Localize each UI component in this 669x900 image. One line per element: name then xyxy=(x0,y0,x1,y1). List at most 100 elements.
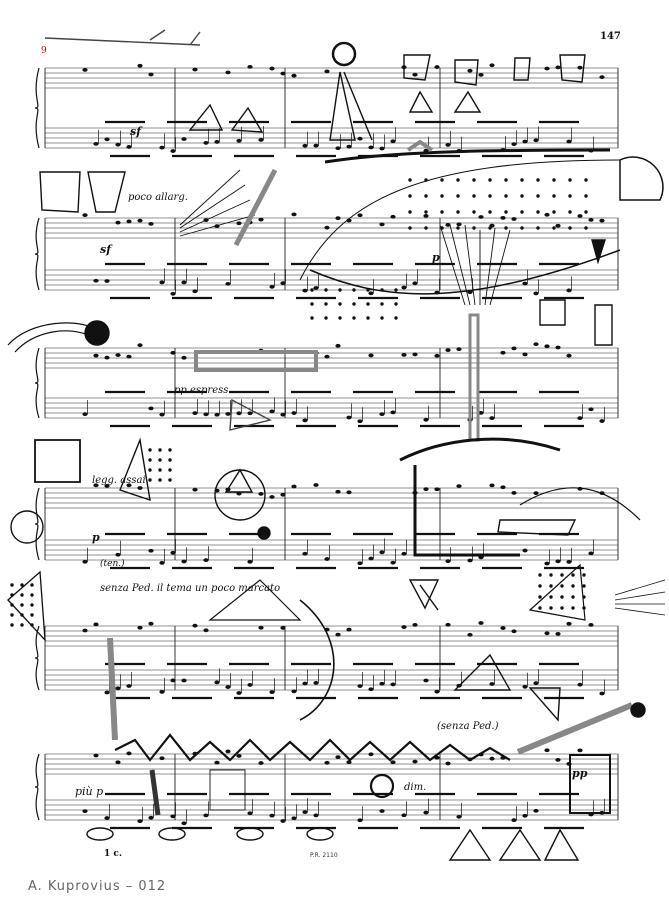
note-head xyxy=(280,71,286,76)
note-head xyxy=(423,487,429,492)
note-head xyxy=(390,682,396,687)
overlay-dot xyxy=(456,210,460,214)
overlay-dot xyxy=(536,194,540,198)
overlay-dot xyxy=(394,316,398,320)
note-head xyxy=(115,552,121,557)
note-head xyxy=(181,559,187,564)
note-head xyxy=(236,221,242,226)
note-head xyxy=(434,689,440,694)
overlay-dot xyxy=(366,288,370,292)
overlay-dot xyxy=(582,573,586,577)
note-head xyxy=(489,416,495,421)
system-brace xyxy=(34,67,40,149)
note-head xyxy=(269,813,275,818)
overlay-dot xyxy=(394,302,398,306)
note-head xyxy=(247,64,253,69)
note-head xyxy=(225,749,231,754)
note-head xyxy=(335,343,341,348)
note-head xyxy=(401,285,407,290)
overlay-dot xyxy=(582,584,586,588)
overlay-dot xyxy=(568,194,572,198)
note-head xyxy=(346,760,352,765)
overlay-dot xyxy=(488,226,492,230)
note-head xyxy=(368,752,374,757)
marking-legg-assai: legg. assai xyxy=(92,475,146,486)
note-head xyxy=(555,631,561,636)
overlay-dot xyxy=(408,194,412,198)
note-head xyxy=(137,343,143,348)
note-head xyxy=(368,353,374,358)
note-head xyxy=(104,137,110,142)
note-head xyxy=(423,810,429,815)
overlay-dot xyxy=(380,302,384,306)
overlay-dot xyxy=(538,573,542,577)
note-head xyxy=(137,486,143,490)
overlay-dot xyxy=(310,302,314,306)
note-head xyxy=(214,140,220,144)
overlay-dot xyxy=(20,613,24,617)
note-head xyxy=(533,808,539,813)
note-heads xyxy=(82,63,605,826)
note-head xyxy=(577,748,583,753)
note-head xyxy=(225,412,231,416)
overlay-dot xyxy=(394,288,398,292)
note-head xyxy=(368,556,374,561)
note-head xyxy=(335,216,341,221)
note-head xyxy=(192,623,198,628)
note-head xyxy=(401,625,407,629)
note-head xyxy=(533,491,539,496)
note-head xyxy=(368,145,374,150)
note-head xyxy=(104,355,110,360)
note-head xyxy=(335,755,341,760)
note-head xyxy=(379,809,385,813)
note-head xyxy=(181,355,187,360)
note-head xyxy=(324,557,330,561)
plate-number: P.R. 2110 xyxy=(310,852,338,859)
note-head xyxy=(401,352,407,357)
overlay-dot xyxy=(158,458,162,462)
note-head xyxy=(555,223,561,228)
note-head xyxy=(225,281,231,286)
overlay-dot xyxy=(158,478,162,482)
note-head xyxy=(313,681,319,685)
note-head xyxy=(390,139,396,144)
overlay-dot xyxy=(568,226,572,230)
note-head xyxy=(456,222,462,227)
note-head xyxy=(302,810,308,815)
note-head xyxy=(148,815,154,820)
note-head xyxy=(445,559,451,564)
note-head xyxy=(346,144,352,149)
note-head xyxy=(555,559,561,564)
overlay-dot xyxy=(366,316,370,320)
note-head xyxy=(126,145,132,149)
overlay-dot xyxy=(456,226,460,230)
note-head xyxy=(302,288,308,293)
note-head xyxy=(544,66,550,71)
note-head xyxy=(313,813,319,818)
overlay-dot xyxy=(552,194,556,198)
overlay-dot xyxy=(10,583,14,587)
note-head xyxy=(324,225,330,230)
note-head xyxy=(489,63,495,68)
overlay-dot xyxy=(440,210,444,214)
note-head xyxy=(379,681,385,686)
note-head xyxy=(192,289,198,294)
note-head xyxy=(115,686,121,691)
overlay-dot xyxy=(488,210,492,214)
overlay-dot xyxy=(538,584,542,588)
overlay-dot xyxy=(158,448,162,452)
note-head xyxy=(313,286,319,290)
artist-signature: A. Kuprovius – 012 xyxy=(28,879,167,894)
overlay-dot xyxy=(168,458,172,462)
overlay-dot xyxy=(310,316,314,320)
overlay-dot xyxy=(440,178,444,182)
overlay-dot xyxy=(504,226,508,230)
overlay-dot xyxy=(10,613,14,617)
overlay-dot xyxy=(324,288,328,292)
note-head xyxy=(577,416,583,421)
note-head xyxy=(346,415,352,420)
system-brace xyxy=(34,625,40,691)
overlay-dot xyxy=(20,593,24,597)
overlay-dot xyxy=(582,595,586,599)
note-head xyxy=(522,281,528,286)
